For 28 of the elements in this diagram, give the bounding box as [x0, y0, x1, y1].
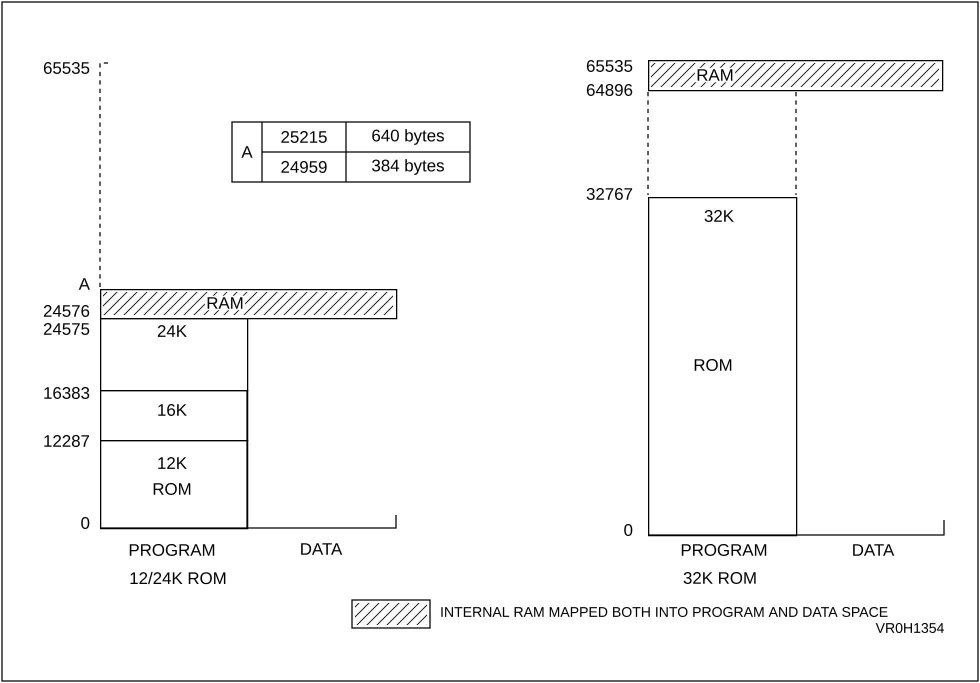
axis-label: 64896	[586, 84, 632, 96]
table-cell: 25215	[281, 131, 327, 143]
axis-label: 24575	[44, 323, 90, 335]
axis-label: 65535	[586, 60, 632, 72]
table-cell: 384 bytes	[372, 159, 444, 175]
axis-label: 12/24K ROM	[130, 572, 226, 584]
table-cell: 24959	[281, 161, 327, 173]
figure-code: VR0H1354	[876, 623, 944, 633]
axis-label: 32767	[586, 188, 632, 200]
axis-label: 12287	[44, 435, 90, 447]
axis-label: PROGRAM	[130, 544, 214, 556]
axis-label: 32K ROM	[684, 572, 756, 584]
axis-label: 24576	[44, 305, 90, 317]
memory-region: 16K	[100, 390, 248, 442]
memory-region: 12K ROM	[100, 440, 248, 530]
table-cell: 640 bytes	[372, 129, 444, 145]
axis-label: DATA	[853, 544, 894, 556]
memory-region: 32K ROM	[648, 197, 798, 536]
axis-label: DATA	[301, 543, 342, 555]
axis-label: 0	[624, 524, 632, 536]
memory-region: 24K	[100, 318, 248, 392]
ram-bar: RAM	[100, 289, 398, 320]
axis-label: 65535	[44, 62, 90, 74]
legend-text: INTERNAL RAM MAPPED BOTH INTO PROGRAM AND DATA SPACE	[441, 607, 888, 617]
axis-label: 16383	[44, 387, 90, 399]
table-cell: A	[241, 146, 253, 158]
ram-bar: RAM	[648, 60, 944, 92]
axis-label: A	[78, 278, 90, 290]
